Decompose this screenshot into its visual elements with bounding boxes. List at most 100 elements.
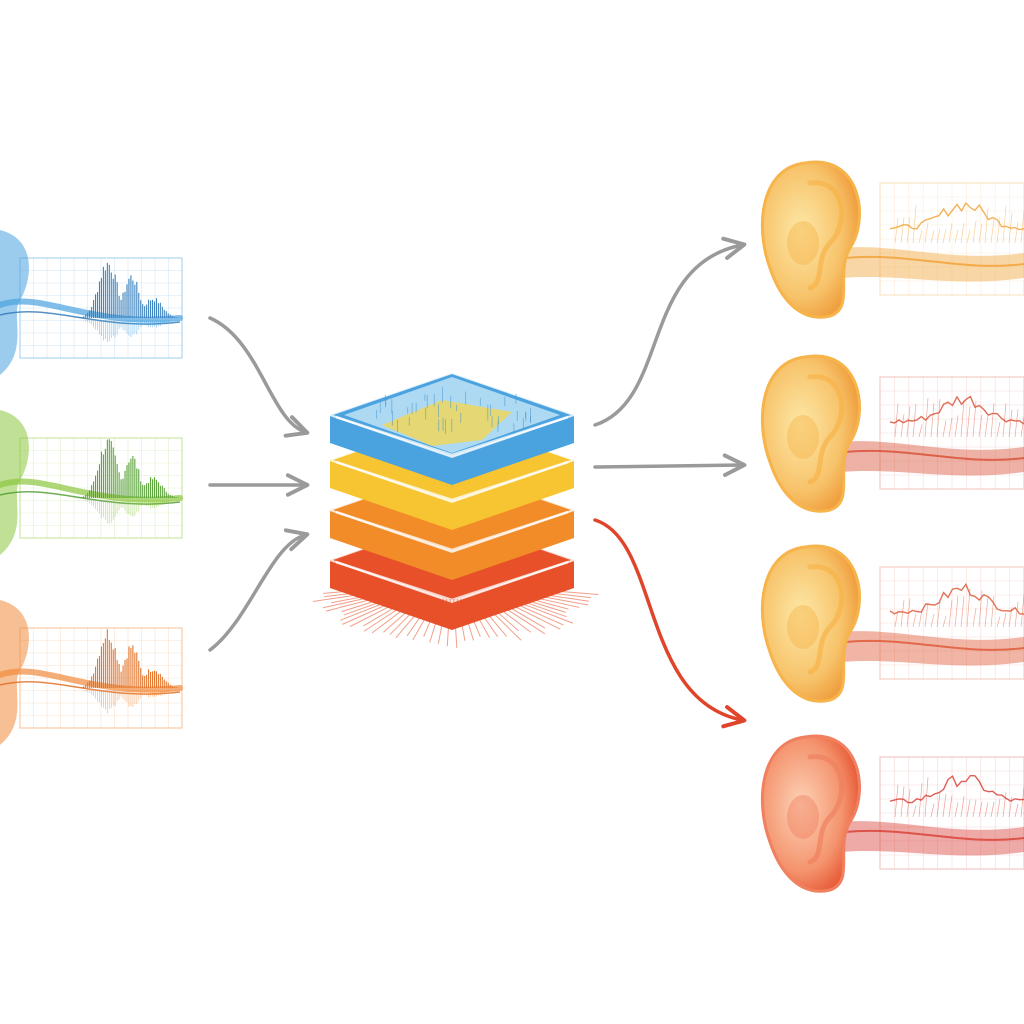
ray-line	[331, 589, 400, 604]
waveform-mesh	[942, 793, 947, 818]
output-arrows	[593, 236, 747, 729]
waveform-mesh	[1008, 409, 1013, 438]
ear-helix	[807, 564, 845, 675]
ray-line	[456, 598, 466, 641]
ray-line	[371, 596, 421, 634]
ear-canal-stream	[840, 821, 1024, 856]
ray-line	[496, 593, 574, 624]
slab-highlight	[335, 415, 569, 457]
input-orange-spectrogram	[0, 600, 183, 745]
ray-line	[500, 591, 566, 613]
ray-line	[493, 593, 564, 626]
waveform-mesh	[1008, 796, 1013, 818]
waveform-mesh	[954, 229, 959, 244]
ray-line	[467, 598, 491, 638]
ray-line	[437, 598, 448, 644]
waveform-mesh	[942, 228, 947, 244]
waveform-mesh	[936, 399, 941, 438]
waveform-mesh	[948, 600, 953, 628]
heatmap-hot-zone	[382, 400, 512, 446]
output-arrow-3	[593, 518, 747, 729]
waveform-mesh	[894, 610, 899, 628]
waveform-mesh	[918, 609, 923, 628]
response-waveform	[889, 201, 1024, 231]
ray-line	[505, 588, 589, 602]
response-waveform	[889, 582, 1024, 615]
grid-panel	[879, 182, 1024, 296]
waveform-mesh	[978, 223, 983, 244]
waveform-mesh	[972, 400, 977, 438]
waveform-mesh	[924, 222, 929, 244]
slab-side	[330, 460, 574, 530]
ear-2	[760, 354, 1024, 513]
waveform-mesh	[1002, 792, 1007, 818]
waveform-mesh	[978, 414, 983, 438]
waveform-mesh	[906, 598, 911, 628]
waveform-mesh	[978, 590, 983, 628]
waveform-mesh	[1002, 403, 1007, 438]
waveform-mesh	[930, 614, 935, 628]
ray-line	[312, 588, 399, 602]
waveform-mesh	[978, 801, 983, 818]
waveform-mesh	[966, 588, 971, 628]
ear-concha	[787, 415, 819, 459]
waveform-mesh	[966, 406, 971, 438]
waveform-mesh	[1014, 601, 1019, 628]
waveform-mesh	[912, 403, 917, 438]
waveform-stream	[0, 668, 183, 693]
ray-line	[363, 595, 418, 632]
input-arrow-3	[208, 528, 310, 652]
waveform-mesh	[918, 424, 923, 438]
ear-outer	[760, 734, 862, 893]
ear-canal-line	[844, 639, 1024, 651]
ear-helix	[807, 374, 845, 485]
ray-line	[501, 590, 569, 610]
waveform-mesh	[972, 220, 977, 244]
waveform-mesh	[984, 802, 989, 818]
waveform-mesh	[900, 786, 905, 818]
waveform-mesh	[1014, 803, 1019, 818]
ear-canal-stream	[840, 441, 1024, 476]
waveform-mesh	[924, 602, 929, 628]
ear-concha	[787, 795, 819, 839]
waveform-mesh	[900, 216, 905, 244]
waveform-mesh	[930, 230, 935, 244]
waveform-mesh	[972, 607, 977, 628]
waveform-mesh	[894, 784, 899, 818]
ray-line	[343, 592, 406, 616]
waveform-mesh	[1008, 212, 1013, 244]
ray-line	[507, 586, 599, 595]
input-spectrograms	[0, 230, 183, 745]
waveform-mesh	[948, 417, 953, 438]
ear-outer	[760, 544, 862, 703]
grid-panel	[879, 566, 1024, 680]
ray-line	[483, 596, 532, 633]
waveform-mesh	[906, 405, 911, 438]
ray-line	[342, 593, 411, 625]
ray-line	[341, 591, 404, 613]
waveform-mesh	[966, 229, 971, 244]
ear-helix	[807, 754, 845, 865]
ray-line	[446, 598, 451, 647]
response-waveform	[889, 395, 1024, 425]
waveform-mesh	[924, 777, 929, 818]
waveform-mesh	[984, 208, 989, 244]
waveform-mesh	[1008, 607, 1013, 628]
waveform-mesh	[912, 613, 917, 628]
input-arrow-1	[208, 316, 310, 438]
waveform-mesh	[960, 399, 965, 438]
ray-line	[491, 594, 561, 630]
ear-canal-line	[844, 255, 1024, 267]
ray-line	[477, 597, 522, 641]
response-waveform	[889, 774, 1024, 804]
ray-line	[473, 597, 508, 637]
ear-canal-stream	[840, 247, 1024, 282]
grid-panel	[879, 376, 1024, 490]
ray-line	[486, 595, 546, 635]
waveform-mesh	[942, 420, 947, 438]
ear-canal-line	[844, 829, 1024, 841]
input-green-spectrogram	[0, 410, 183, 555]
waveform-mesh	[996, 421, 1001, 438]
ear-concha	[787, 605, 819, 649]
